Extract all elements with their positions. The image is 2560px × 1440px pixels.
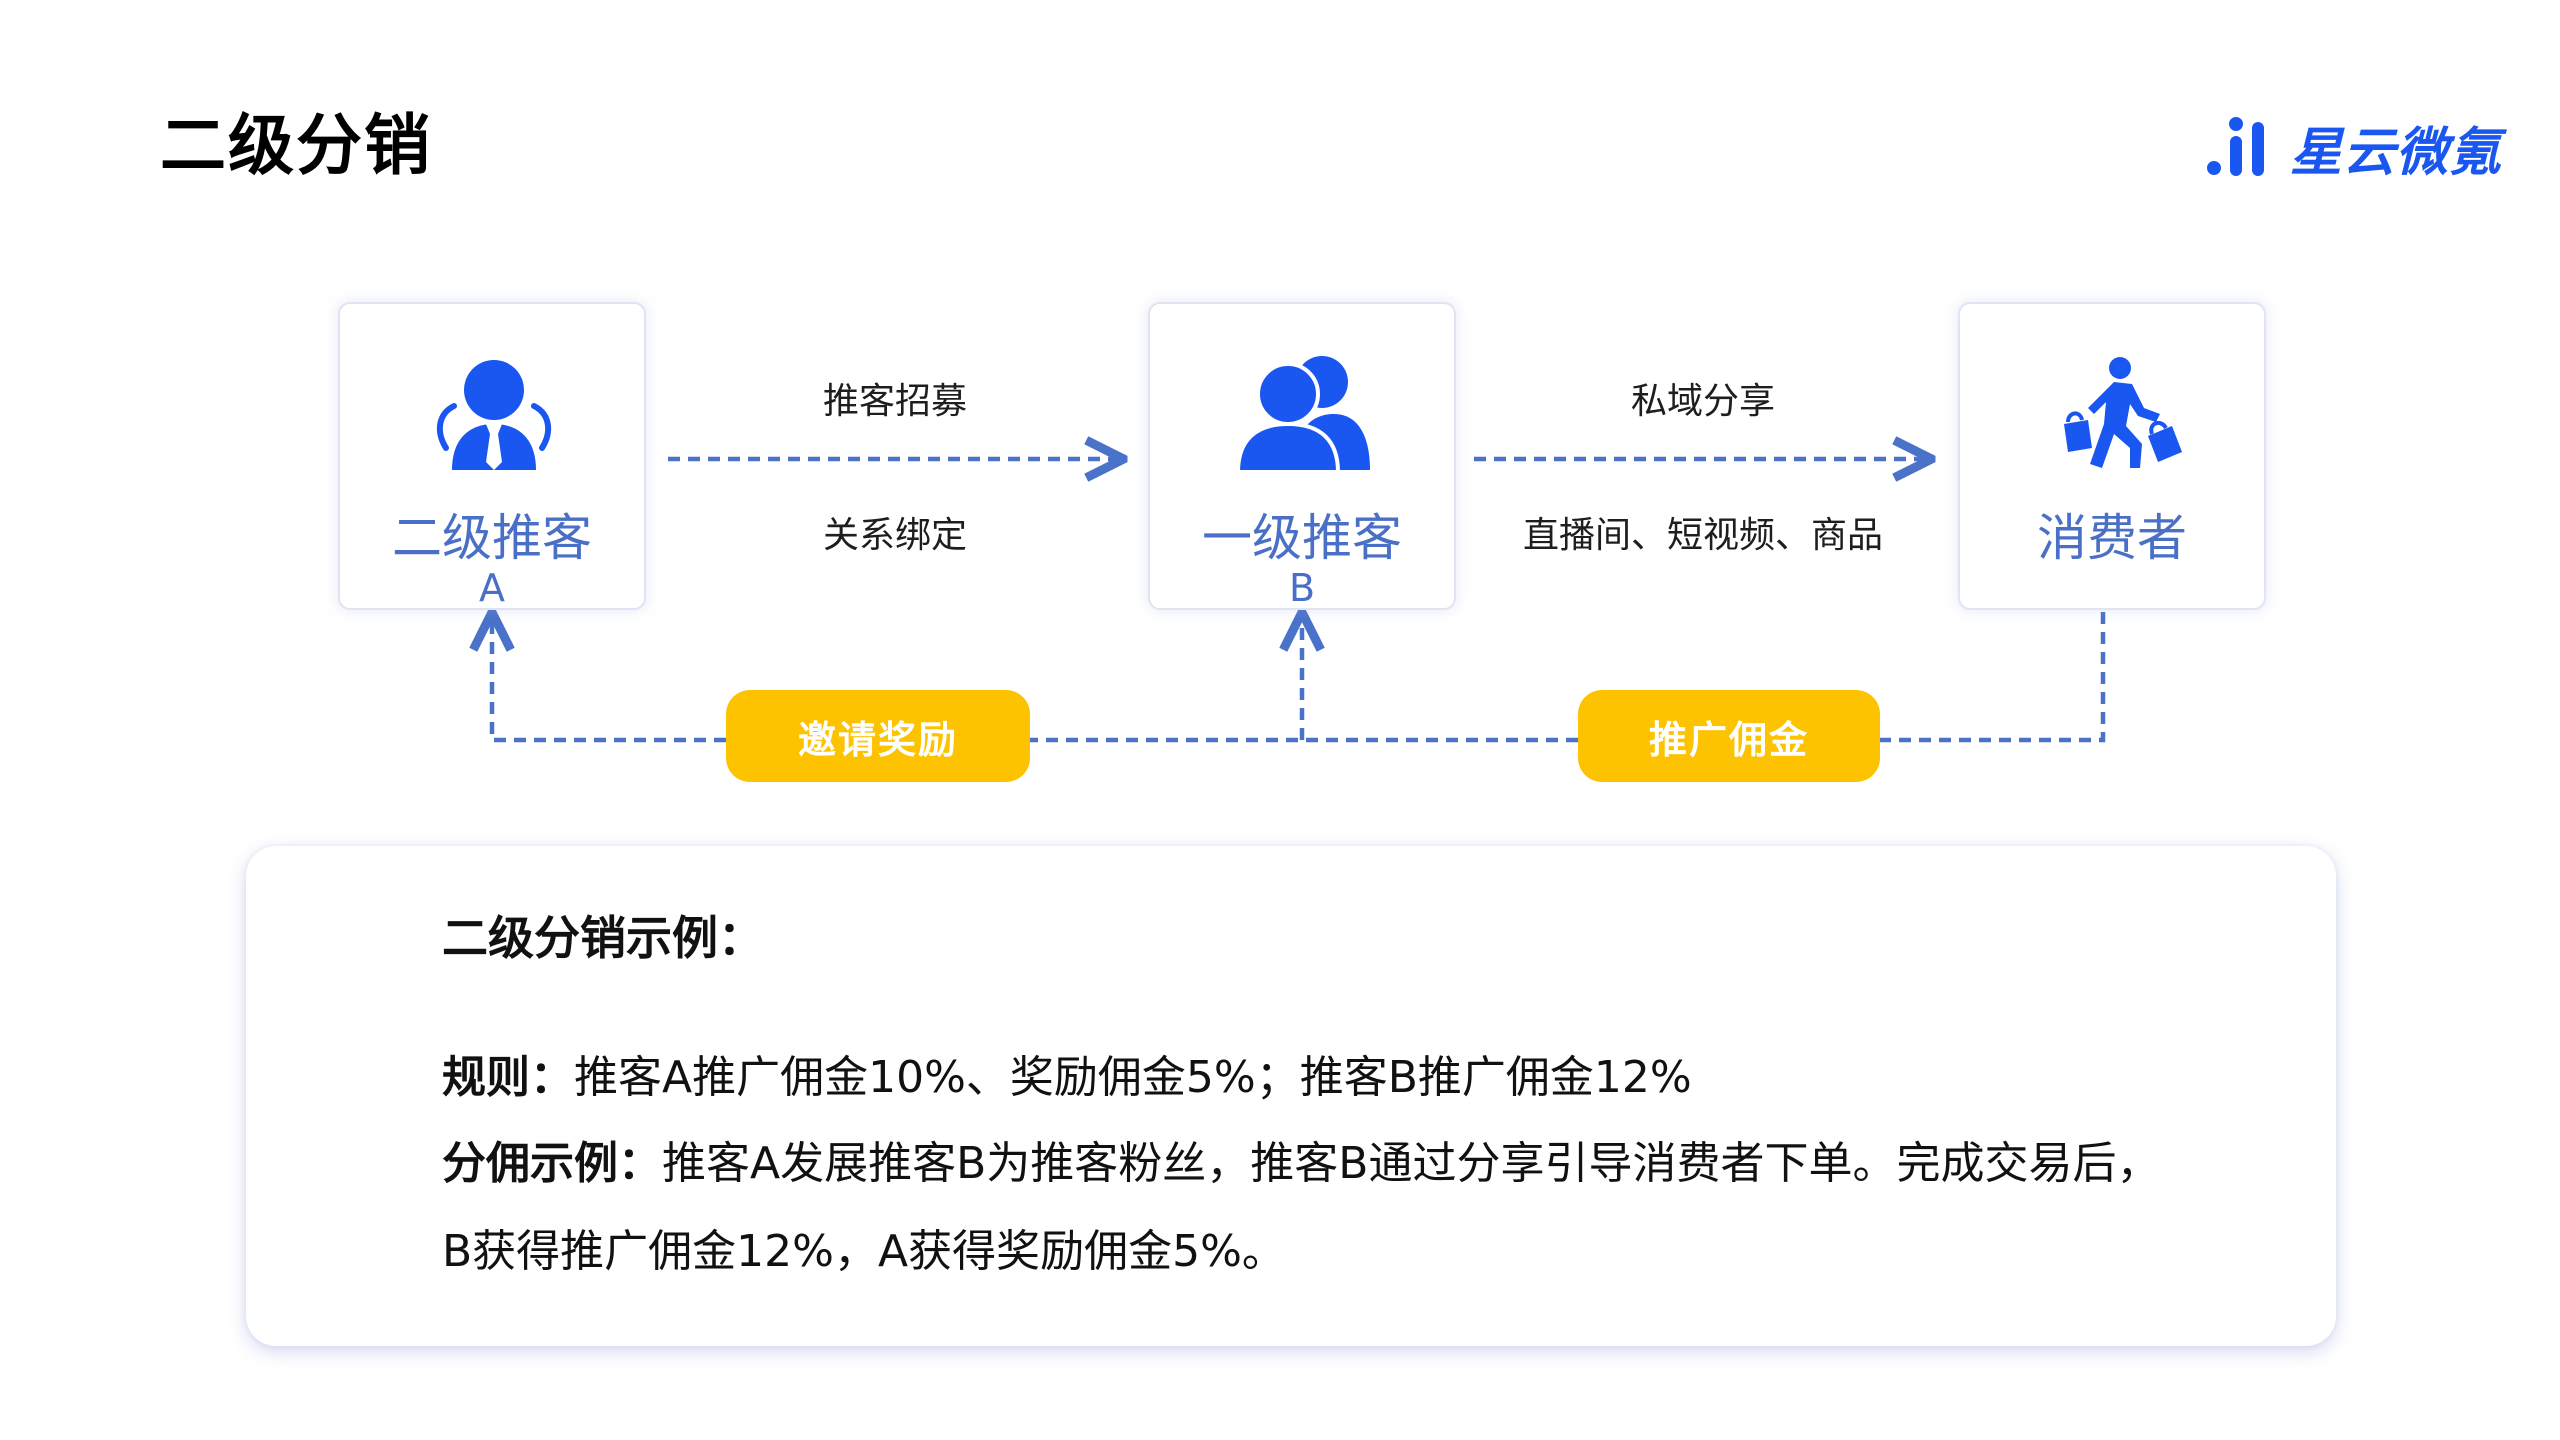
case-text: 推客A发展推客B为推客粉丝，推客B通过分享引导消费者下单。完成交易后，B获得推广… (442, 1138, 2161, 1277)
shopper-icon (2064, 357, 2182, 468)
brand-logo: 星云微氪 (2206, 112, 2503, 183)
promotion-commission-badge: 推广佣金 (1578, 690, 1880, 782)
rule-line: 规则：推客A推广佣金10%、奖励佣金5%；推客B推广佣金12% (442, 1034, 2162, 1122)
arrow-up-to-a (492, 616, 726, 743)
page-title: 二级分销 (160, 107, 432, 184)
rule-text: 推客A推广佣金10%、奖励佣金5%；推客B推广佣金12% (574, 1052, 1692, 1103)
rule-key: 规则： (442, 1052, 574, 1103)
return-line-consumer (1876, 612, 2106, 743)
edge-label-recruit: 推客招募 (822, 381, 967, 422)
edge-label-bind: 关系绑定 (822, 515, 967, 556)
example-title: 二级分销示例： (442, 911, 764, 965)
user-group-icon (1235, 356, 1370, 472)
node-label: 二级推客 (392, 509, 592, 567)
node-label: 一级推客 (1202, 509, 1402, 567)
node-consumer: 消费者 (1958, 302, 2266, 610)
brand-name: 星云微氪 (2290, 122, 2503, 183)
case-key: 分佣示例： (442, 1138, 662, 1189)
node-secondary-promoter: 二级推客 A (338, 302, 646, 610)
node-primary-promoter: 一级推客 B (1148, 302, 1456, 610)
edge-label-channels: 直播间、短视频、商品 (1522, 515, 1883, 556)
example-card: 二级分销示例： 规则：推客A推广佣金10%、奖励佣金5%；推客B推广佣金12% … (246, 846, 2336, 1346)
case-line: 分佣示例：推客A发展推客B为推客粉丝，推客B通过分享引导消费者下单。完成交易后，… (442, 1120, 2162, 1296)
brand-mark-icon (2207, 117, 2264, 176)
manager-icon (436, 360, 552, 470)
node-label: 消费者 (2037, 509, 2187, 567)
edge-label-private-share: 私域分享 (1630, 381, 1775, 422)
invite-reward-badge: 邀请奖励 (726, 690, 1030, 782)
node-sub-label: B (1288, 566, 1316, 610)
node-sub-label: A (479, 566, 505, 610)
